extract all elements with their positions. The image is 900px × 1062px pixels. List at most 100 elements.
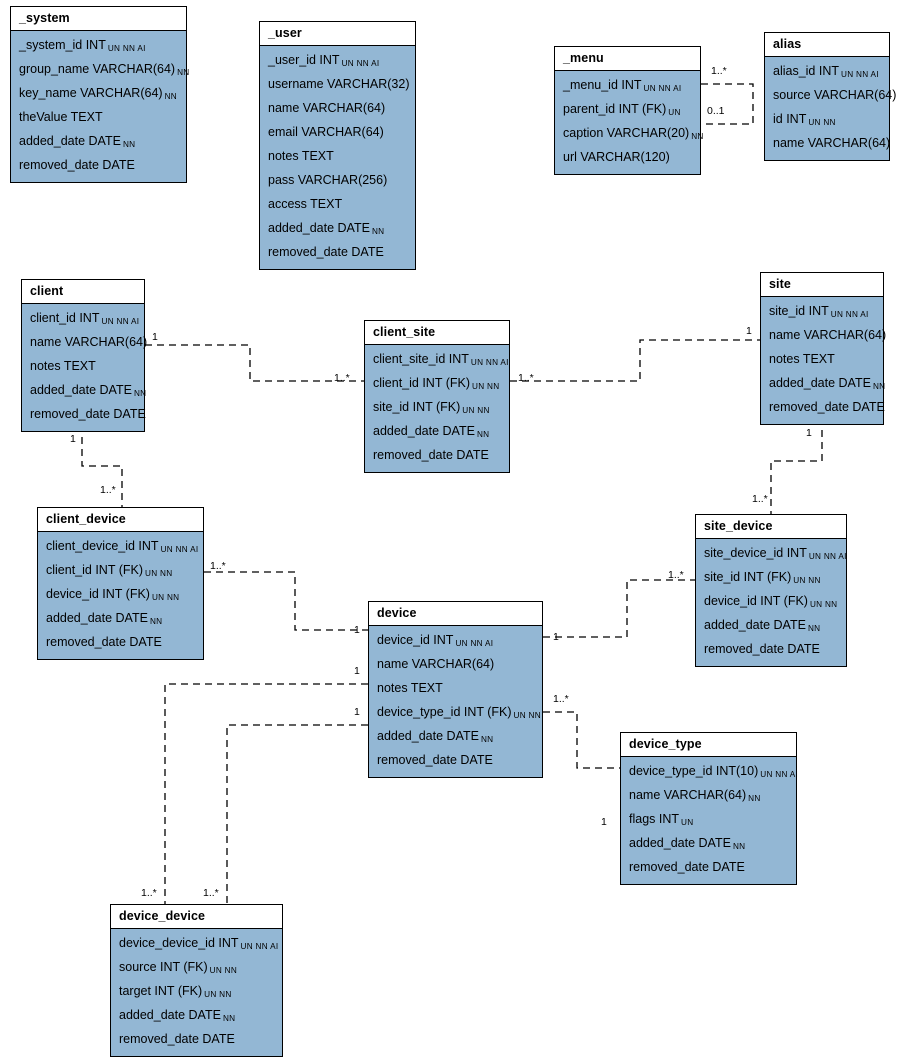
column-flags: UN NN: [472, 382, 500, 391]
cardinality-label: 1..*: [203, 887, 219, 899]
column-flags: UN NN AI: [107, 44, 146, 53]
connector-site-sitedevice: [770, 418, 823, 514]
column-row: source INT (FK)UN NN: [111, 956, 282, 980]
entity-columns: device_type_id INT(10)UN NN AI name VARC…: [621, 757, 798, 884]
column-flags: [835, 358, 837, 367]
column-text: notes TEXT: [268, 149, 334, 163]
column-text: removed_date DATE: [30, 407, 146, 421]
column-row: name VARCHAR(64): [761, 324, 886, 348]
column-text: name VARCHAR(64): [268, 101, 386, 115]
column-flags: UN NN: [809, 600, 838, 609]
column-row: access TEXT: [260, 193, 415, 217]
column-text: name VARCHAR(64): [773, 136, 891, 150]
column-flags: [745, 866, 747, 875]
cardinality-label: 1: [806, 427, 812, 439]
cardinality-label: 1..*: [553, 693, 569, 705]
column-row: device_id INT (FK)UN NN: [38, 583, 203, 607]
column-text: key_name VARCHAR(64): [19, 86, 163, 100]
column-row: removed_date DATE: [11, 154, 186, 178]
column-row: name VARCHAR(64): [765, 132, 891, 156]
column-text: site_id INT: [769, 304, 829, 318]
column-row: removed_date DATE: [621, 856, 796, 880]
column-text: name VARCHAR(64): [377, 657, 495, 671]
column-row: removed_date DATE: [260, 241, 415, 265]
column-text: added_date DATE: [30, 383, 132, 397]
column-text: site_device_id INT: [704, 546, 807, 560]
column-flags: [135, 164, 137, 173]
column-flags: [146, 413, 148, 422]
cardinality-label: 1..*: [752, 493, 768, 505]
column-flags: [384, 131, 386, 140]
column-row: notes TEXT: [761, 348, 883, 372]
column-flags: NN: [222, 1014, 236, 1023]
column-text: client_id INT (FK): [373, 376, 471, 390]
column-text: notes TEXT: [769, 352, 835, 366]
column-row: removed_date DATE: [696, 638, 846, 662]
connector-device-devicetype: [543, 711, 620, 769]
connector-menu-self: [701, 83, 754, 125]
column-flags: UN NN AI: [830, 310, 869, 319]
column-text: removed_date DATE: [373, 448, 489, 462]
column-row: device_type_id INT(10)UN NN AI: [621, 760, 798, 784]
column-text: site_id INT (FK): [373, 400, 461, 414]
column-flags: NN: [149, 617, 163, 626]
column-flags: NN: [164, 92, 178, 101]
column-text: id INT: [773, 112, 807, 126]
column-row: name VARCHAR(64)NN: [621, 784, 796, 808]
column-row: username VARCHAR(32): [260, 73, 415, 97]
column-flags: NN: [476, 430, 490, 439]
column-text: client_device_id INT: [46, 539, 159, 553]
column-flags: NN: [133, 389, 147, 398]
column-text: _system_id INT: [19, 38, 106, 52]
column-row: name VARCHAR(64): [260, 97, 415, 121]
column-row: removed_date DATE: [365, 444, 509, 468]
column-text: pass VARCHAR(256): [268, 173, 388, 187]
column-flags: [443, 687, 445, 696]
column-text: target INT (FK): [119, 984, 203, 998]
column-row: group_name VARCHAR(64)NN: [11, 58, 189, 82]
column-text: alias_id INT: [773, 64, 839, 78]
column-text: notes TEXT: [377, 681, 443, 695]
column-flags: UN NN AI: [101, 317, 140, 326]
column-row: email VARCHAR(64): [260, 121, 415, 145]
column-flags: NN: [807, 624, 821, 633]
column-text: device_type_id INT(10): [629, 764, 759, 778]
column-flags: UN NN AI: [470, 358, 509, 367]
column-row: removed_date DATE: [761, 396, 885, 420]
cardinality-label: 1..*: [668, 569, 684, 581]
column-flags: [147, 341, 149, 350]
column-flags: UN NN AI: [455, 639, 494, 648]
entity-device_type[interactable]: device_type device_type_id INT(10)UN NN …: [620, 732, 798, 885]
column-text: parent_id INT (FK): [563, 102, 667, 116]
cardinality-label: 1: [354, 706, 360, 718]
cardinality-label: 1: [746, 325, 752, 337]
